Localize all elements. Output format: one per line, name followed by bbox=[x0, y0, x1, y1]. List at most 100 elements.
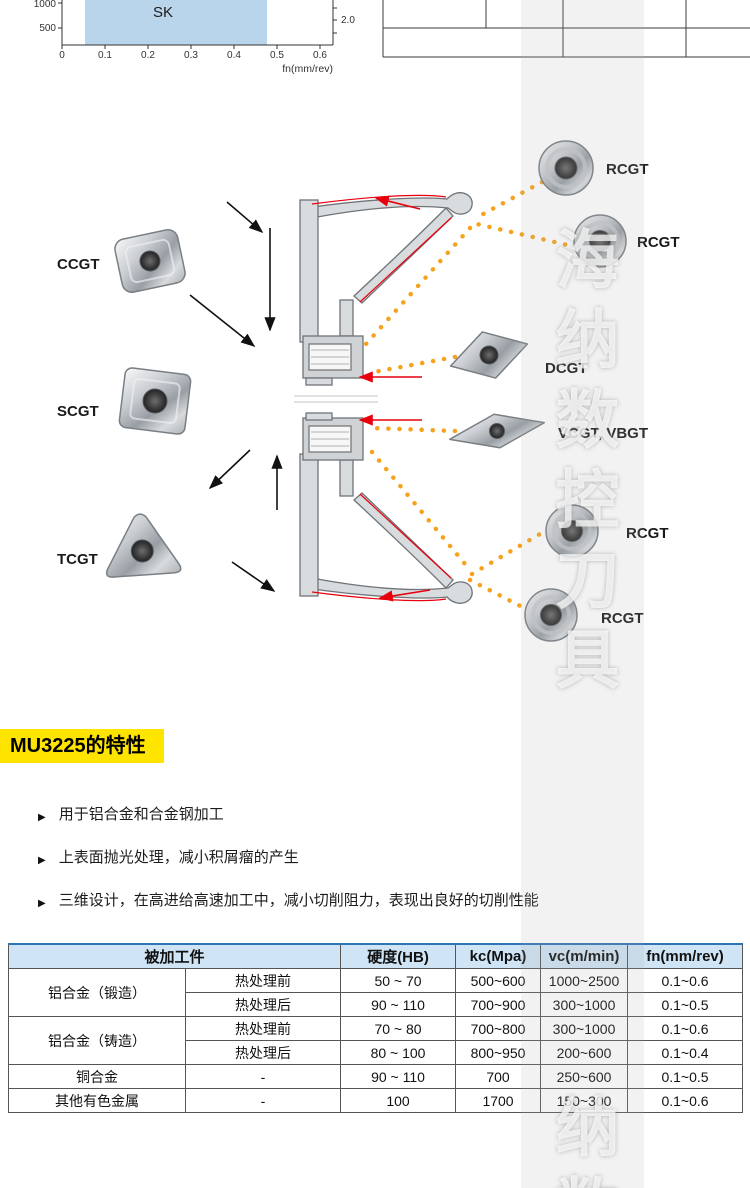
x-axis-label: fn(mm/rev) bbox=[282, 63, 333, 75]
x-tick: 0.2 bbox=[141, 50, 155, 61]
feature-bullet: ▶ 上表面抛光处理，减小积屑瘤的产生 bbox=[38, 849, 732, 869]
top-table-fragment bbox=[382, 0, 750, 58]
bullet-triangle-icon: ▶ bbox=[38, 898, 46, 909]
cell-fn: 0.1~0.6 bbox=[627, 1016, 744, 1041]
x-tick: 0.4 bbox=[227, 50, 241, 61]
y-tick: 1000 bbox=[34, 0, 57, 10]
cell-fn: 0.1~0.5 bbox=[627, 1064, 744, 1089]
cell-hb: 50 ~ 70 bbox=[340, 968, 457, 993]
y-tick: 500 bbox=[39, 23, 56, 34]
cell-vc: 200~600 bbox=[540, 1040, 629, 1065]
table-row: 铜合金 - 90 ~ 110 700 250~600 0.1~0.5 bbox=[8, 1064, 744, 1089]
header-vc: vc(m/min) bbox=[540, 943, 629, 969]
insert-label-ccgt: CCGT bbox=[57, 256, 100, 273]
feature-bullet-list: ▶ 用于铝合金和合金钢加工 ▶ 上表面抛光处理，减小积屑瘤的产生 ▶ 三维设计，… bbox=[38, 806, 732, 935]
pointer-arrows bbox=[189, 201, 283, 592]
cell-vc: 300~1000 bbox=[540, 1016, 629, 1041]
cell-fn: 0.1~0.4 bbox=[627, 1040, 744, 1065]
table-row: 铝合金（锻造） 热处理前 50 ~ 70 500~600 1000~2500 0… bbox=[8, 968, 744, 1017]
header-kc: kc(Mpa) bbox=[455, 943, 542, 969]
insert-dcgt bbox=[449, 331, 529, 379]
insert-label-vcgt-vbgt: VCGT, VBGT bbox=[558, 425, 648, 442]
cutting-parameters-table: 被加工件 硬度(HB) kc(Mpa) vc(m/min) fn(mm/rev)… bbox=[7, 943, 744, 1113]
chart-tick-labels: 0 0.1 0.2 0.3 0.4 0.5 0.6 1000 500 2.0 f… bbox=[34, 0, 356, 75]
insert-label-rcgt-bottom: RCGT bbox=[601, 610, 644, 627]
x-tick: 0.3 bbox=[184, 50, 198, 61]
cell-vc: 1000~2500 bbox=[540, 968, 629, 993]
cell-condition: 热处理前 bbox=[184, 1016, 342, 1041]
feature-bullet-text: 上表面抛光处理，减小积屑瘤的产生 bbox=[58, 849, 299, 866]
wheel-centerlines bbox=[294, 395, 378, 403]
insert-scgt bbox=[118, 367, 192, 435]
cell-kc: 700 bbox=[455, 1064, 542, 1089]
chart-sk-area bbox=[85, 0, 267, 45]
section-title-mu3225: MU3225的特性 bbox=[0, 729, 164, 763]
insert-label-tcgt: TCGT bbox=[57, 551, 98, 568]
table-header-row: 被加工件 硬度(HB) kc(Mpa) vc(m/min) fn(mm/rev) bbox=[7, 943, 744, 969]
top-chart-fragment: SK 0 0.1 0.2 0.3 0.4 0.5 0.6 1000 500 2.… bbox=[34, 0, 750, 75]
cell-fn: 0.1~0.5 bbox=[627, 992, 744, 1017]
header-workpiece: 被加工件 bbox=[7, 943, 342, 969]
toolpath-dotted-lines bbox=[363, 179, 579, 613]
feature-bullet-text: 三维设计，在高进给高速加工中，减小切削阻力，表现出良好的切削性能 bbox=[58, 892, 539, 909]
cell-kc: 500~600 bbox=[455, 968, 542, 993]
insert-label-dcgt: DCGT bbox=[545, 360, 588, 377]
insert-label-rcgt-lower: RCGT bbox=[626, 525, 669, 542]
insert-rcgt-lower bbox=[545, 504, 599, 558]
cell-material: 铜合金 bbox=[8, 1064, 186, 1089]
chart-axes bbox=[58, 0, 337, 49]
insert-ccgt bbox=[114, 229, 186, 293]
insert-label-rcgt-upper: RCGT bbox=[637, 234, 680, 251]
cell-hb: 90 ~ 110 bbox=[340, 992, 457, 1017]
wheel-bore-threads bbox=[311, 349, 349, 447]
header-fn: fn(mm/rev) bbox=[627, 943, 744, 969]
x-tick: 0.1 bbox=[98, 50, 112, 61]
table-row: 铝合金（铸造） 热处理前 70 ~ 80 700~800 300~1000 0.… bbox=[8, 1016, 744, 1065]
cell-material: 铝合金（锻造） bbox=[8, 968, 186, 1017]
table-row: 其他有色金属 - 100 1700 150~300 0.1~0.6 bbox=[8, 1088, 744, 1113]
bullet-triangle-icon: ▶ bbox=[38, 812, 46, 823]
x-tick: 0.5 bbox=[270, 50, 284, 61]
cell-vc: 300~1000 bbox=[540, 992, 629, 1017]
cell-hb: 70 ~ 80 bbox=[340, 1016, 457, 1041]
right-axis-tick: 2.0 bbox=[341, 15, 355, 26]
cell-hb: 100 bbox=[340, 1088, 457, 1113]
cell-condition: 热处理前 bbox=[184, 968, 342, 993]
feature-bullet: ▶ 三维设计，在高进给高速加工中，减小切削阻力，表现出良好的切削性能 bbox=[38, 892, 732, 912]
insert-vcgt bbox=[448, 413, 546, 449]
cutting-direction-arrows bbox=[358, 195, 431, 602]
cell-material: 其他有色金属 bbox=[8, 1088, 186, 1113]
cell-condition: - bbox=[184, 1064, 342, 1089]
cell-kc: 800~950 bbox=[455, 1040, 542, 1065]
x-tick: 0 bbox=[59, 50, 65, 61]
insert-label-rcgt-top: RCGT bbox=[606, 161, 649, 178]
insert-label-scgt: SCGT bbox=[57, 403, 99, 420]
x-tick: 0.6 bbox=[313, 50, 327, 61]
machined-surface-lines bbox=[311, 194, 452, 602]
cell-condition: - bbox=[184, 1088, 342, 1113]
cell-hb: 90 ~ 110 bbox=[340, 1064, 457, 1089]
table-row: 热处理后 90 ~ 110 700~900 300~1000 0.1~0.5 bbox=[9, 992, 744, 1017]
insert-labels: RCGT RCGT CCGT DCGT SCGT VCGT, VBGT TCGT… bbox=[57, 161, 680, 627]
insert-rcgt-bottom bbox=[524, 588, 578, 642]
bullet-triangle-icon: ▶ bbox=[38, 855, 46, 866]
cell-vc: 250~600 bbox=[540, 1064, 629, 1089]
cell-kc: 700~900 bbox=[455, 992, 542, 1017]
feature-bullet-text: 用于铝合金和合金钢加工 bbox=[58, 806, 224, 823]
cell-kc: 1700 bbox=[455, 1088, 542, 1113]
header-hardness: 硬度(HB) bbox=[340, 943, 457, 969]
cell-hb: 80 ~ 100 bbox=[340, 1040, 457, 1065]
insert-rcgt-top bbox=[538, 140, 594, 196]
cell-condition: 热处理后 bbox=[184, 1040, 342, 1065]
cell-material: 铝合金（铸造） bbox=[8, 1016, 186, 1065]
insert-rcgt-upper bbox=[573, 214, 627, 268]
insert-tcgt bbox=[105, 513, 182, 578]
chart-sk-label: SK bbox=[153, 4, 173, 21]
cell-vc: 150~300 bbox=[540, 1088, 629, 1113]
cell-condition: 热处理后 bbox=[184, 992, 342, 1017]
cell-fn: 0.1~0.6 bbox=[627, 968, 744, 993]
cutting-parameters-table-wrap: 被加工件 硬度(HB) kc(Mpa) vc(m/min) fn(mm/rev)… bbox=[7, 943, 744, 1113]
cell-kc: 700~800 bbox=[455, 1016, 542, 1041]
